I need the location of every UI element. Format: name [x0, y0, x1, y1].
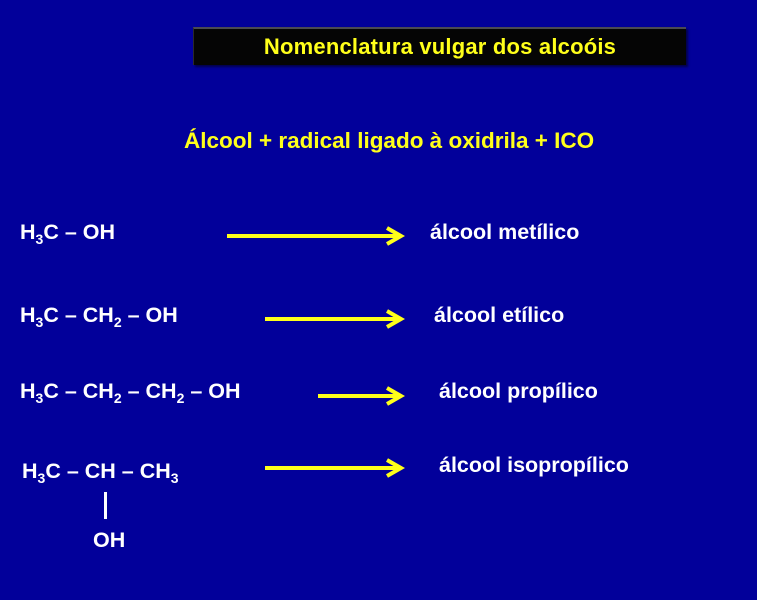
- formula-part: H: [22, 459, 38, 483]
- right-arrow-icon: [265, 458, 405, 478]
- formula-subscript: 3: [37, 470, 46, 486]
- formula-part: H: [20, 220, 36, 244]
- right-arrow-icon: [265, 309, 405, 329]
- alcohol-name-isopropyl: álcool isopropílico: [439, 453, 629, 477]
- alcohol-name-propyl: álcool propílico: [439, 379, 598, 403]
- slide-title-box: Nomenclatura vulgar dos alcoóis: [193, 27, 686, 65]
- formula-branch-oh: OH: [93, 528, 126, 552]
- formula-part: H: [20, 303, 36, 327]
- slide-title: Nomenclatura vulgar dos alcoóis: [263, 34, 617, 59]
- formula-subscript: 2: [113, 390, 122, 406]
- formula-ethanol: H3C – CH2 – OH: [20, 303, 178, 330]
- formula-part: H: [20, 379, 36, 403]
- formula-subscript: 2: [176, 390, 185, 406]
- formula-subscript: 3: [170, 470, 179, 486]
- formula-methanol: H3C – OH: [20, 220, 116, 247]
- formula-subscript: 3: [35, 314, 44, 330]
- right-arrow-icon: [227, 226, 405, 246]
- formula-subscript: 2: [113, 314, 122, 330]
- naming-rule: Álcool + radical ligado à oxidrila + ICO: [184, 128, 595, 153]
- formula-part: – OH: [184, 379, 241, 403]
- formula-part: C – CH: [43, 379, 114, 403]
- formula-part: – OH: [121, 303, 178, 327]
- alcohol-name-methyl: álcool metílico: [430, 220, 580, 244]
- right-arrow-icon: [318, 386, 405, 406]
- formula-subscript: 3: [35, 390, 44, 406]
- alcohol-name-ethyl: álcool etílico: [434, 303, 565, 327]
- formula-part: – CH: [121, 379, 177, 403]
- formula-isopropanol: H3C – CH – CH3: [22, 459, 179, 486]
- formula-part: C – OH: [43, 220, 116, 244]
- formula-subscript: 3: [35, 231, 44, 247]
- formula-propanol: H3C – CH2 – CH2 – OH: [20, 379, 241, 406]
- formula-part: C – CH – CH: [45, 459, 171, 483]
- vertical-bond: [104, 492, 107, 519]
- formula-part: C – CH: [43, 303, 114, 327]
